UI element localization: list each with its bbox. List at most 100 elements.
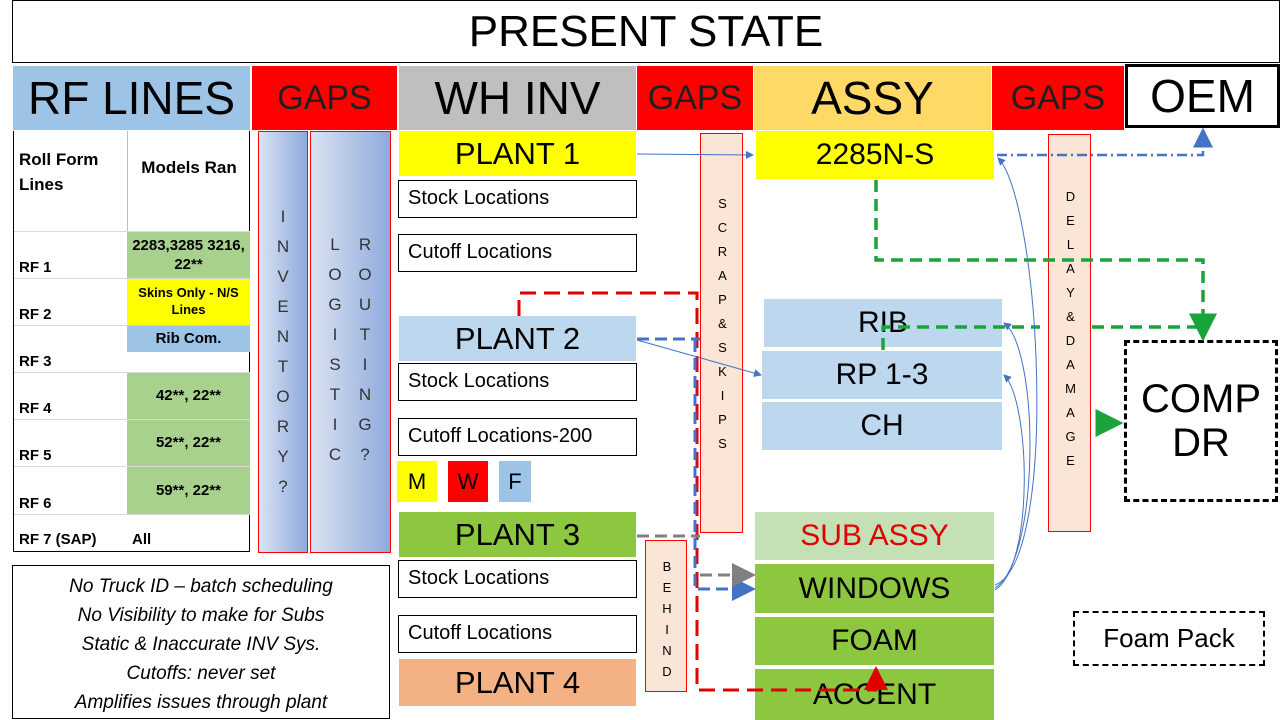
plant-2-cutoff-text: Cutoff Locations-200 <box>408 425 593 447</box>
vertical-letter: D <box>662 664 672 679</box>
note-line: No Truck ID – batch scheduling <box>69 576 333 597</box>
vertical-letter: I <box>332 415 338 434</box>
vertical-letter: Y <box>1066 285 1075 300</box>
header-assy: ASSY <box>754 66 991 130</box>
table-row: 59**, 22** RF 6 <box>14 466 250 514</box>
header-rf-lines-text: RF LINES <box>27 72 236 124</box>
plant-1-cutoff-locations: Cutoff Locations <box>398 234 637 272</box>
plant-1-label: PLANT 1 <box>454 135 581 171</box>
vertical-letter: & <box>718 316 727 331</box>
note-line: Static & Inaccurate INV Sys. <box>81 634 321 655</box>
header-gaps-2: GAPS <box>637 66 753 130</box>
table-row: Skins Only - N/S Lines RF 2 <box>14 278 250 325</box>
assy-2285n-s: 2285N-S <box>756 131 994 179</box>
header-gaps-1: GAPS <box>252 66 397 130</box>
plant-1: PLANT 1 <box>399 131 636 176</box>
rf-model-cell: 42**, 22** <box>127 373 250 419</box>
plant-1-stock-text: Stock Locations <box>408 187 550 209</box>
vertical-letter: S <box>718 436 727 451</box>
vertical-letter: M <box>1065 381 1076 396</box>
plant-3-label: PLANT 3 <box>454 516 581 552</box>
assy-foam-label: FOAM <box>831 624 918 657</box>
plant-2-label: PLANT 2 <box>454 320 581 356</box>
note-line: No Visibility to make for Subs <box>77 605 325 626</box>
vertical-letter: E <box>1066 453 1075 468</box>
table-row: 52**, 22** RF 5 <box>14 419 250 466</box>
comp-dr-box: COMP DR <box>1124 340 1278 502</box>
plant-4: PLANT 4 <box>399 659 636 706</box>
vertical-letter: R <box>358 235 372 254</box>
foam-pack-text: Foam Pack <box>1103 623 1235 653</box>
vertical-letter: V <box>277 267 289 286</box>
header-gaps-3-text: GAPS <box>1010 78 1106 117</box>
vertical-letter: D <box>1065 189 1076 204</box>
vertical-letter: N <box>276 237 290 256</box>
plant-3-stock-text: Stock Locations <box>408 567 550 589</box>
rf-line-name: RF 4 <box>19 400 52 417</box>
rf-model-cell: Skins Only - N/S Lines <box>127 279 250 325</box>
vertical-letter: S <box>718 340 727 355</box>
vertical-letter: G <box>1065 429 1076 444</box>
rf-table-col1-header: Roll Form Lines <box>19 147 119 197</box>
legend-f: F <box>499 461 531 502</box>
legend-w-text: W <box>457 468 479 494</box>
vertical-letter: L <box>1066 237 1075 252</box>
header-oem: OEM <box>1125 64 1280 128</box>
vertical-letter: O <box>358 265 372 284</box>
vertical-letter: N <box>276 327 290 346</box>
assy-rib: RIB <box>764 299 1002 347</box>
rf-table-col2-header: Models Ran <box>134 155 244 180</box>
vertical-letter: G <box>328 295 342 314</box>
rf-model-text: Rib Com. <box>155 330 222 348</box>
plant-2-stock-locations: Stock Locations <box>398 363 637 401</box>
rf-model-text: 59**, 22** <box>155 481 222 499</box>
vertical-letter: N <box>358 385 372 404</box>
assy-2285n-s-label: 2285N-S <box>815 138 935 171</box>
rf-model-cell: Rib Com. <box>127 326 250 352</box>
plant-2-cutoff-locations: Cutoff Locations-200 <box>398 418 637 456</box>
rf-line-name: RF 2 <box>19 306 52 323</box>
rf-table-col-divider <box>127 131 128 231</box>
rf-col1-header-text: Roll Form Lines <box>19 150 99 194</box>
vertical-letter: N <box>662 643 672 658</box>
header-oem-text: OEM <box>1150 70 1255 122</box>
header-wh-inv-text: WH INV <box>434 72 601 124</box>
assy-ch: CH <box>762 402 1002 450</box>
vertical-letter: S <box>718 196 727 211</box>
rf-model-text: 2283,3285 3216, 22** <box>132 236 245 274</box>
table-row: 42**, 22** RF 4 <box>14 372 250 419</box>
header-gaps-3: GAPS <box>992 66 1124 130</box>
vertical-letter: I <box>280 207 286 226</box>
vertical-letter: C <box>328 445 342 464</box>
vertical-letter: C <box>717 220 728 235</box>
vertical-letter: E <box>1066 213 1075 228</box>
assy-sub-assy-label: SUB ASSY <box>800 519 949 552</box>
rf-model-text: All <box>132 531 152 548</box>
rf-line-name: RF 6 <box>19 495 52 512</box>
plant-4-label: PLANT 4 <box>454 664 581 700</box>
header-gaps-1-text: GAPS <box>277 78 372 117</box>
vertical-letter: A <box>1066 357 1075 372</box>
legend-m: M <box>397 461 437 502</box>
rf-model-cell: 2283,3285 3216, 22** <box>127 232 250 278</box>
rf-model-text: 52**, 22** <box>155 434 222 452</box>
vertical-letter: ? <box>278 477 288 496</box>
assy-ch-label: CH <box>860 409 904 442</box>
vertical-letter: P <box>718 412 727 427</box>
table-row: RF 7 (SAP) All <box>14 514 250 552</box>
vertical-letter: I <box>720 388 725 403</box>
assy-rib-label: RIB <box>857 306 908 339</box>
vertical-letter: & <box>1066 309 1075 324</box>
vertical-letter: R <box>276 417 290 436</box>
assy-rp-1-3: RP 1-3 <box>762 351 1002 399</box>
vertical-letter: E <box>662 580 672 595</box>
vertical-letter: ? <box>360 445 370 464</box>
header-wh-inv: WH INV <box>399 66 636 130</box>
rf-line-name: RF 3 <box>19 353 52 370</box>
rf-line-name: RF 7 (SAP) <box>19 531 97 548</box>
plant-3: PLANT 3 <box>399 512 636 557</box>
